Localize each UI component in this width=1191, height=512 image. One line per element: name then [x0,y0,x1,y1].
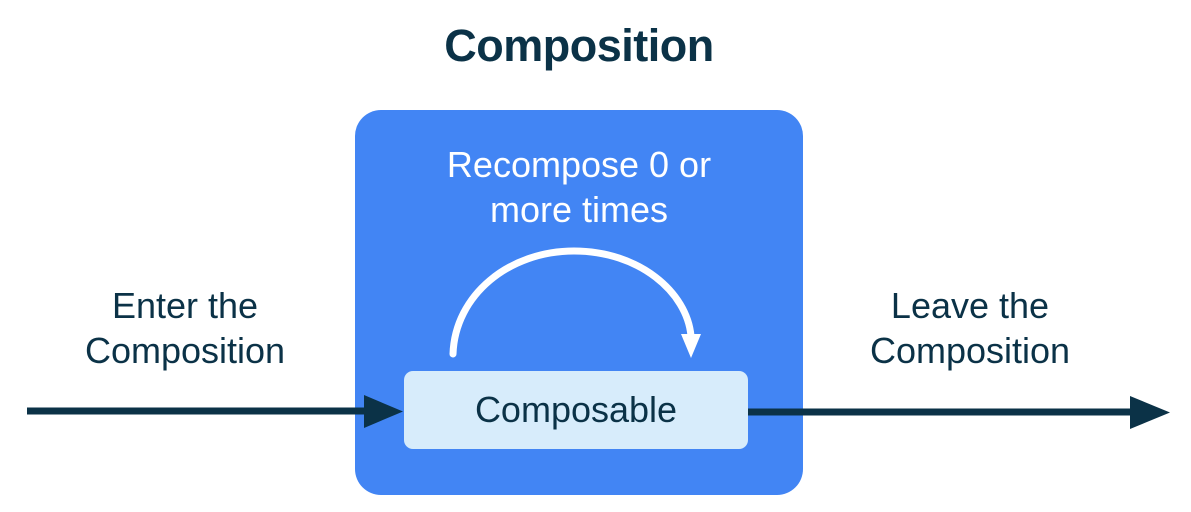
leave-composition-label: Leave the Composition [820,283,1120,373]
leave-arrow-head-icon [1130,396,1170,429]
composition-box: Recompose 0 or more times Composable [355,110,803,495]
leave-label-line1: Leave the [890,285,1050,326]
recompose-label: Recompose 0 or more times [355,142,803,232]
enter-label-line1: Enter the [111,285,259,326]
leave-label-line2: Composition [869,330,1071,371]
recompose-label-line1: Recompose 0 or [446,144,712,185]
composable-label: Composable [474,389,678,430]
diagram-title: Composition [444,20,714,71]
enter-label-line2: Composition [84,330,286,371]
enter-composition-label: Enter the Composition [35,283,335,373]
composable-box: Composable [404,371,748,449]
recompose-label-line2: more times [489,189,669,230]
